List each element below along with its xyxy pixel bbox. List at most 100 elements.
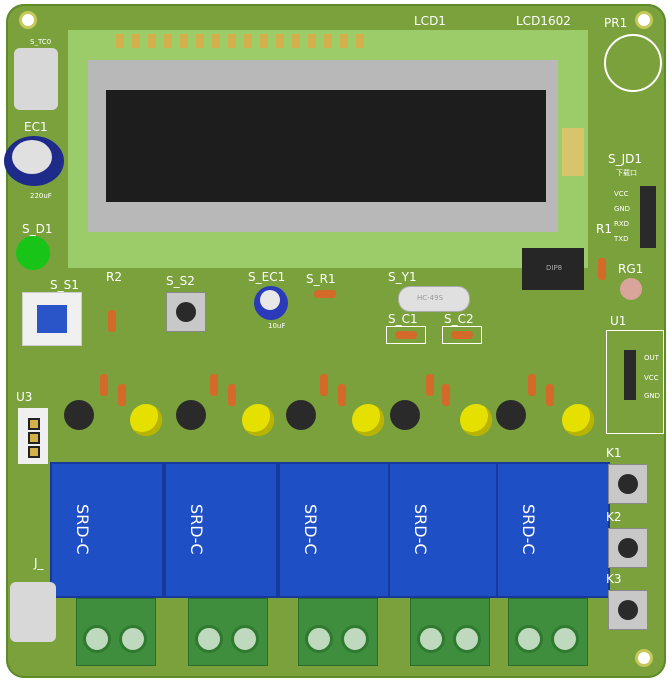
- u3-label: U3: [16, 390, 33, 404]
- button-k1[interactable]: [608, 464, 648, 504]
- relay-model: SRD-C: [187, 504, 206, 555]
- resistor: [546, 384, 554, 406]
- button-cap: [618, 474, 638, 494]
- dip8-chip: DIP8: [522, 248, 584, 290]
- s-ec1-value: 10uF: [268, 322, 286, 330]
- terminal-screw[interactable]: [231, 625, 259, 653]
- terminal-screw[interactable]: [515, 625, 543, 653]
- terminal-screw[interactable]: [83, 625, 111, 653]
- k2-label: K2: [606, 510, 622, 524]
- u3-pin: [28, 418, 40, 430]
- transistor-q2: [176, 400, 206, 430]
- u1-pin-vcc: VCC: [644, 374, 659, 382]
- k1-label: K1: [606, 446, 622, 460]
- lcd-pin: [260, 34, 268, 48]
- capacitor-s-c2: [442, 326, 482, 344]
- lcd-pin: [132, 34, 140, 48]
- lcd-pin: [180, 34, 188, 48]
- s-y1-label: S_Y1: [388, 270, 417, 284]
- terminal-block-4: [410, 598, 490, 666]
- resistor: [442, 384, 450, 406]
- terminal-screw[interactable]: [195, 625, 223, 653]
- resistor-s-r1: [314, 290, 336, 298]
- lcd-model-label: LCD1602: [516, 14, 571, 28]
- resistor: [228, 384, 236, 406]
- yellow-led-3: [352, 404, 384, 436]
- yellow-led-1: [130, 404, 162, 436]
- resistor: [426, 374, 434, 396]
- j-label: J_: [34, 556, 44, 570]
- resistor-r2: [108, 310, 116, 332]
- button-cap: [618, 538, 638, 558]
- lcd-screen: [106, 90, 546, 202]
- jd1-pin-gnd: GND: [614, 205, 631, 213]
- lcd-pin: [276, 34, 284, 48]
- u1-label: U1: [610, 314, 627, 328]
- capacitor-top: [12, 140, 52, 174]
- lcd-pin: [292, 34, 300, 48]
- mount-hole-top-right: [638, 14, 650, 26]
- jd1-sub-label: 下载口: [616, 169, 637, 177]
- terminal-screw[interactable]: [453, 625, 481, 653]
- mount-hole-bottom-right: [638, 652, 650, 664]
- r1-label: R1: [596, 222, 612, 236]
- terminal-screw[interactable]: [341, 625, 369, 653]
- transistor-q3: [286, 400, 316, 430]
- lcd-backlight-tab: [562, 128, 584, 176]
- capacitor-s-c1: [386, 326, 426, 344]
- relay-3: SRD-C: [278, 462, 392, 598]
- yellow-led-5: [562, 404, 594, 436]
- lcd-pin: [196, 34, 204, 48]
- terminal-screw[interactable]: [119, 625, 147, 653]
- relay-2: SRD-C: [164, 462, 278, 598]
- pr1-label: PR1: [604, 16, 628, 30]
- u3-pin: [28, 446, 40, 458]
- terminal-screw[interactable]: [417, 625, 445, 653]
- rg1-label: RG1: [618, 262, 644, 276]
- yellow-led-2: [242, 404, 274, 436]
- lcd-pin: [228, 34, 236, 48]
- relay-model: SRD-C: [411, 504, 430, 555]
- resistor: [100, 374, 108, 396]
- u1-module: [606, 330, 664, 434]
- relay-model: SRD-C: [301, 504, 320, 555]
- photoresistor-rg1: [620, 278, 642, 300]
- lcd-pin: [148, 34, 156, 48]
- resistor: [528, 374, 536, 396]
- s-r1-label: S_R1: [306, 272, 336, 286]
- power-switch[interactable]: [22, 292, 82, 346]
- resistor-r1: [598, 258, 606, 280]
- resistor: [210, 374, 218, 396]
- u1-pin-out: OUT: [644, 354, 659, 362]
- terminal-screw[interactable]: [305, 625, 333, 653]
- relay-5: SRD-C: [496, 462, 610, 598]
- reset-button[interactable]: [166, 292, 206, 332]
- s-c1-label: S_C1: [388, 312, 418, 326]
- terminal-screw[interactable]: [551, 625, 579, 653]
- mount-hole-top-left: [22, 14, 34, 26]
- button-k2[interactable]: [608, 528, 648, 568]
- button-cap: [176, 302, 196, 322]
- transistor-q5: [496, 400, 526, 430]
- jd1-pin-txd: TXD: [614, 235, 629, 243]
- relay-model: SRD-C: [519, 504, 538, 555]
- button-k3[interactable]: [608, 590, 648, 630]
- switch-actuator[interactable]: [37, 305, 67, 333]
- crystal-label: HC-49S: [417, 294, 444, 302]
- potentiometer-pr1[interactable]: [604, 34, 662, 92]
- terminal-block-2: [188, 598, 268, 666]
- lcd-label: LCD1: [414, 14, 446, 28]
- u3-pin: [28, 432, 40, 444]
- k3-label: K3: [606, 572, 622, 586]
- usb-connector: [14, 48, 58, 110]
- download-header: [640, 186, 656, 248]
- ec1-value: 220uF: [30, 192, 52, 200]
- capacitor-top: [260, 290, 280, 310]
- usb-connector-bottom: [10, 582, 56, 642]
- r2-label: R2: [106, 270, 122, 284]
- relay-model: SRD-C: [73, 504, 92, 555]
- s-s2-label: S_S2: [166, 274, 195, 288]
- crystal-y1: HC-49S: [398, 286, 470, 312]
- ec1-label: EC1: [24, 120, 48, 134]
- yellow-led-4: [460, 404, 492, 436]
